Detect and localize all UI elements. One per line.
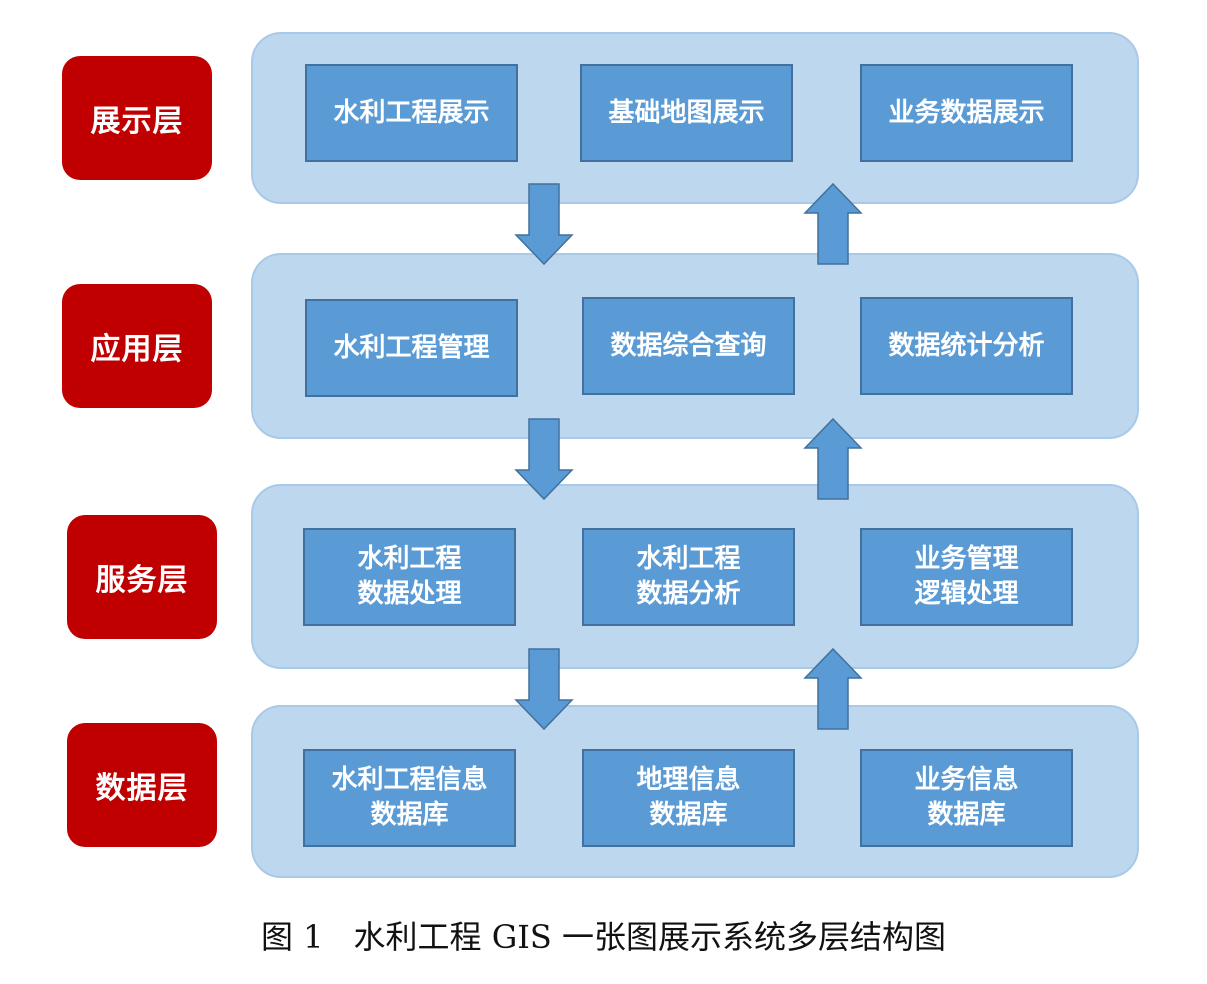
- layer-label-presentation: 展示层: [62, 56, 212, 180]
- down-arrow-icon: [514, 183, 574, 266]
- figure-caption: 图 1 水利工程 GIS 一张图展示系统多层结构图: [0, 912, 1207, 958]
- module-business-info-database: 业务信息 数据库: [860, 749, 1073, 847]
- figure-number: 图 1: [260, 918, 324, 956]
- up-arrow-icon: [803, 182, 863, 265]
- module-data-statistics-analysis: 数据统计分析: [860, 297, 1073, 395]
- layer-label-data: 数据层: [67, 723, 217, 847]
- module-water-project-management: 水利工程管理: [305, 299, 518, 397]
- module-business-logic-processing: 业务管理 逻辑处理: [860, 528, 1073, 626]
- up-arrow-icon: [803, 647, 863, 730]
- layer-label-application: 应用层: [62, 284, 212, 408]
- down-arrow-icon: [514, 418, 574, 501]
- module-integrated-data-query: 数据综合查询: [582, 297, 795, 395]
- module-water-project-data-processing: 水利工程 数据处理: [303, 528, 516, 626]
- module-geographic-info-database: 地理信息 数据库: [582, 749, 795, 847]
- module-water-project-info-database: 水利工程信息 数据库: [303, 749, 516, 847]
- module-base-map-display: 基础地图展示: [580, 64, 793, 162]
- figure-title: 水利工程 GIS 一张图展示系统多层结构图: [353, 918, 947, 956]
- up-arrow-icon: [803, 417, 863, 500]
- module-water-project-display: 水利工程展示: [305, 64, 518, 162]
- down-arrow-icon: [514, 648, 574, 731]
- layer-label-service: 服务层: [67, 515, 217, 639]
- module-business-data-display: 业务数据展示: [860, 64, 1073, 162]
- module-water-project-data-analysis: 水利工程 数据分析: [582, 528, 795, 626]
